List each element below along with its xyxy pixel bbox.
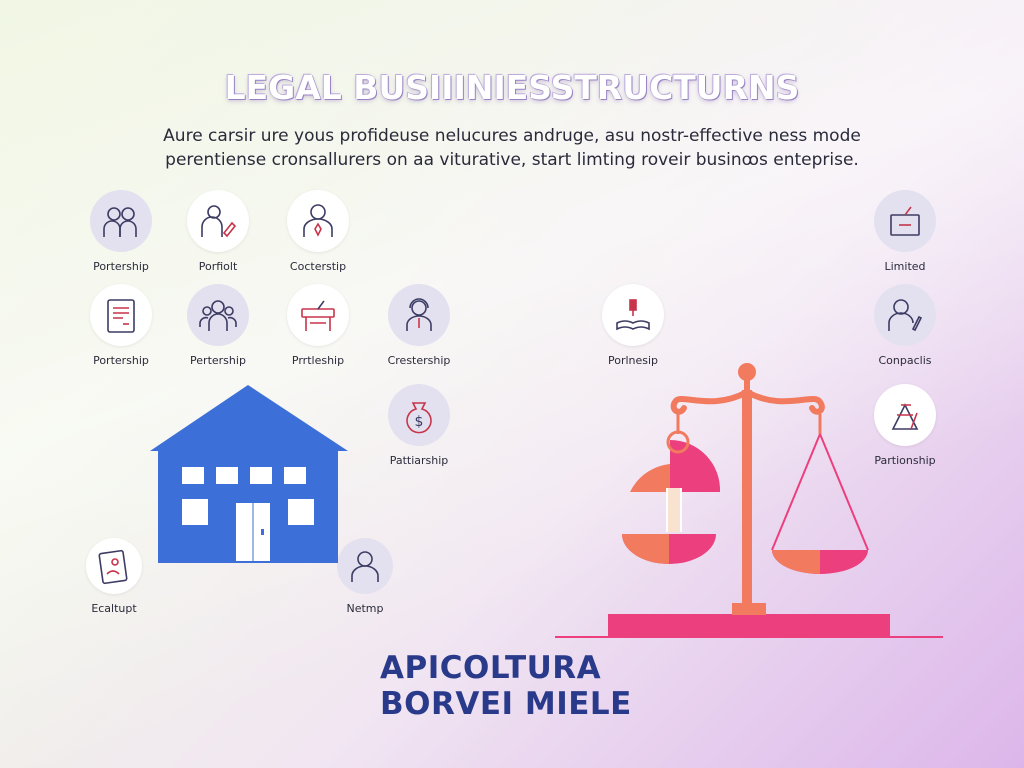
svg-text:$: $ [415, 414, 424, 430]
icon-item-limited: Limited [860, 190, 950, 273]
icon-label: Porfiolt [198, 260, 238, 273]
icon-item-crestership: Crestership [374, 284, 464, 367]
house-illustration [150, 385, 348, 563]
icon-label: Pattiarship [389, 454, 449, 467]
icon-item-partionship: Partionship [860, 384, 950, 467]
podium-icon [287, 284, 349, 346]
businessman-icon [287, 190, 349, 252]
icon-label: Netmp [346, 602, 384, 615]
icon-item-ecaltupt: Ecaltupt [69, 538, 159, 615]
icon-label: Portership [93, 354, 149, 367]
gavel-book-icon [602, 284, 664, 346]
page-title: LEGAL BUSIIINIESSTRUCTURNS [224, 68, 800, 107]
contract-icon [86, 538, 142, 594]
icon-label: Porlnesip [607, 354, 659, 367]
icon-label: Portership [93, 260, 149, 273]
signboard-icon [874, 190, 936, 252]
document-icon [90, 284, 152, 346]
page-subtitle: Aure carsir ure yous profideuse nelucure… [112, 124, 912, 172]
icon-item-prrtleship: Prrtleship [273, 284, 363, 367]
money-bag-icon: $ [388, 384, 450, 446]
icon-item-portership-2: Portership [76, 284, 166, 367]
icon-item-netmp: Netmp [320, 538, 410, 615]
person-pen-icon [874, 284, 936, 346]
group-icon [187, 284, 249, 346]
two-people-icon [90, 190, 152, 252]
icon-item-portership-1: Portership [76, 190, 166, 273]
subtitle-line-1: Aure carsir ure yous profideuse nelucure… [163, 126, 861, 146]
icon-label: Cocterstip [289, 260, 347, 273]
icon-label: Conpaclis [878, 354, 932, 367]
icon-item-pertership: Pertership [173, 284, 263, 367]
icon-label: Partionship [874, 454, 936, 467]
icon-item-porfiolt: Porfiolt [173, 190, 263, 273]
brand-line-2: BORVEI MIELE [380, 686, 632, 722]
icon-item-cocterstip: Cocterstip [273, 190, 363, 273]
icon-label: Pertership [190, 354, 246, 367]
brand-line-1: APICOLTURA [380, 650, 602, 686]
brand-name: APICOLTURA BORVEI MIELE [380, 650, 632, 722]
headset-person-icon [388, 284, 450, 346]
icon-label: Crestership [387, 354, 451, 367]
icon-item-porlnesip: Porlnesip [588, 284, 678, 367]
subtitle-line-2: perentiense cronsallurers on aa viturati… [165, 150, 859, 170]
icon-label: Limited [884, 260, 926, 273]
user-icon [337, 538, 393, 594]
person-pencil-icon [187, 190, 249, 252]
tools-icon [874, 384, 936, 446]
icon-label: Prrtleship [291, 354, 345, 367]
icon-label: Ecaltupt [91, 602, 137, 615]
scale-of-justice-illustration [555, 363, 943, 638]
icon-item-pattiarship: $ Pattiarship [374, 384, 464, 467]
icon-item-conpaclis: Conpaclis [860, 284, 950, 367]
